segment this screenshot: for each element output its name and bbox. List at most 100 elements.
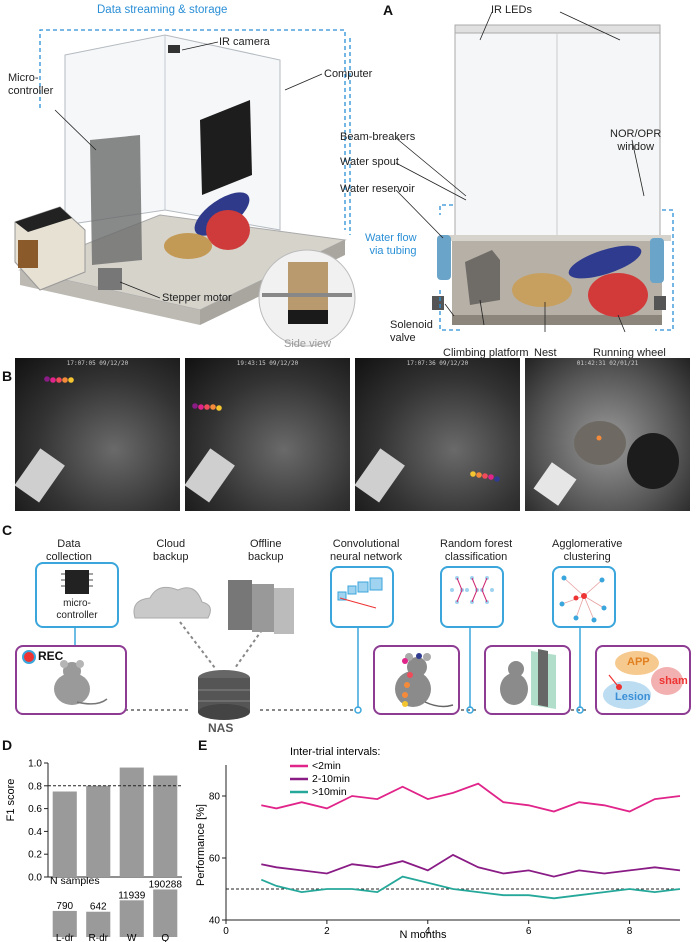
d-category-label: R-dr [89, 933, 109, 942]
cnn-icon [337, 577, 383, 609]
mouse-icon [22, 650, 108, 705]
pose-keypoints [15, 376, 74, 503]
e-xtick-label: 2 [324, 926, 330, 937]
e-legend-title: Inter-trial intervals: [290, 746, 380, 758]
e-series-line-0 [261, 782, 681, 813]
lesion-label: Lesion [615, 691, 651, 703]
clustering-icon [559, 575, 607, 623]
video-frame-2: 19:43:15 09/12/20 [185, 358, 350, 511]
d-category-label: Q [161, 933, 169, 942]
pose-estimation-box [373, 645, 460, 715]
d-nsamples-bar-R-dr [86, 911, 111, 937]
panel-e-label: E [198, 737, 208, 753]
rec-label: REC [38, 649, 64, 663]
cnn-box [330, 566, 394, 628]
timestamp: 17:07:36 09/12/20 [406, 360, 469, 367]
water-spout-label: Water spout [340, 156, 399, 168]
video-frame-3: 17:07:36 09/12/20 [355, 358, 520, 511]
d-n-samples-label: N samples [50, 875, 100, 887]
e-xtick-label: 6 [526, 926, 532, 937]
tracked-mouse-icon [395, 653, 454, 708]
mouse-window-icon [500, 649, 556, 709]
e-series-line-1 [261, 853, 681, 878]
d-ytick-label: 1.0 [28, 759, 42, 770]
random-forest-label: Random forest classification [440, 538, 513, 563]
micro-controller-text: micro- controller [56, 598, 98, 621]
pipeline-connectors [74, 580, 588, 720]
microcontroller-box: micro- controller [35, 562, 119, 628]
water-flow-label: Water flow via tubing [365, 232, 417, 257]
f1-bar-chart: F1 score N samples 0.0 0.2 0.4 0.6 0.8 1.0 790… [5, 759, 183, 942]
e-xtick-label: 4 [425, 926, 431, 937]
e-xtick-label: 0 [223, 926, 229, 937]
solenoid-label: Solenoid valve [390, 319, 433, 344]
sham-label: sham [659, 675, 688, 687]
clustering-box [552, 566, 616, 628]
e-legend-label-0: <2min [312, 760, 341, 772]
e-xlabel: N months [399, 929, 447, 941]
panel-a-label: A [383, 2, 394, 18]
e-legend-label-2: >10min [312, 786, 347, 798]
nest-label: Nest [534, 347, 557, 359]
offline-backup-label: Offline backup [248, 538, 284, 563]
side-view-label: Side view [284, 338, 332, 350]
e-xtick-label: 8 [627, 926, 633, 937]
running-wheel-label: Running wheel [593, 347, 666, 359]
e-ytick-label: 60 [209, 854, 221, 865]
data-streaming-label: Data streaming & storage [97, 4, 228, 16]
d-bar-R-dr [86, 785, 111, 877]
pose-keypoints [185, 403, 235, 503]
nor-opr-label: NOR/OPR window [610, 128, 662, 153]
ir-leds-label: IR LEDs [491, 4, 532, 16]
computer-label: Computer [324, 68, 373, 80]
d-bar-Q [153, 775, 178, 877]
video-frame-1: 17:07:05 09/12/20 [15, 358, 180, 511]
d-nsamples-value: 790 [56, 901, 73, 912]
e-legend-label-1: 2-10min [312, 773, 350, 785]
water-reservoir-label: Water reservoir [340, 183, 415, 195]
d-ytick-label: 0.4 [28, 827, 42, 838]
climbing-platform-label: Climbing platform [443, 347, 529, 359]
timestamp: 19:43:15 09/12/20 [236, 360, 299, 367]
video-frame-4: 01:42:31 02/01/21 [525, 358, 690, 511]
d-nsamples-bar-L-dr [52, 910, 77, 937]
agglomerative-label: Agglomerative clustering [552, 538, 623, 563]
stepper-motor-label: Stepper motor [162, 292, 232, 304]
panel-b-label: B [2, 368, 13, 384]
cluster-groups-icon [603, 651, 683, 709]
d-ytick-label: 0.2 [28, 850, 42, 861]
d-ylabel: F1 score [5, 779, 17, 822]
behavior-box [484, 645, 571, 715]
panel-a-illustration [14, 11, 674, 347]
app-label: APP [627, 656, 650, 668]
timestamp: 17:07:05 09/12/20 [66, 360, 129, 367]
cloud-backup-label: Cloud backup [153, 538, 189, 563]
d-ytick-label: 0.0 [28, 873, 42, 884]
e-ylabel: Performance [%] [195, 804, 207, 886]
pose-keypoints [533, 421, 679, 506]
performance-line-chart: Inter-trial intervals: N months Performa… [195, 746, 681, 941]
cnn-label: Convolutional neural network [330, 538, 403, 563]
clusters-box: APP sham Lesion [595, 645, 691, 715]
d-category-label: W [127, 933, 137, 942]
panel-d-label: D [2, 737, 13, 753]
d-nsamples-value: 11939 [118, 890, 146, 901]
random-forest-icon [450, 576, 494, 604]
data-collection-box: REC [15, 645, 127, 715]
pose-keypoints [355, 448, 500, 503]
d-ytick-label: 0.8 [28, 781, 42, 792]
d-nsamples-bar-W [119, 900, 144, 937]
d-nsamples-value: 642 [90, 902, 107, 913]
d-bar-L-dr [52, 791, 77, 877]
microcontroller-label: Micro- controller [8, 72, 54, 97]
e-ytick-label: 80 [209, 792, 221, 803]
ir-camera-label: IR camera [219, 36, 270, 48]
timestamp: 01:42:31 02/01/21 [576, 360, 639, 367]
data-collection-label: Data collection [46, 538, 92, 563]
d-nsamples-bar-Q [153, 889, 178, 937]
nas-label: NAS [208, 721, 234, 735]
d-nsamples-value: 190288 [149, 879, 183, 890]
beam-breakers-label: Beam-breakers [340, 131, 416, 143]
d-ytick-label: 0.6 [28, 804, 42, 815]
e-series-line-2 [260, 875, 681, 900]
